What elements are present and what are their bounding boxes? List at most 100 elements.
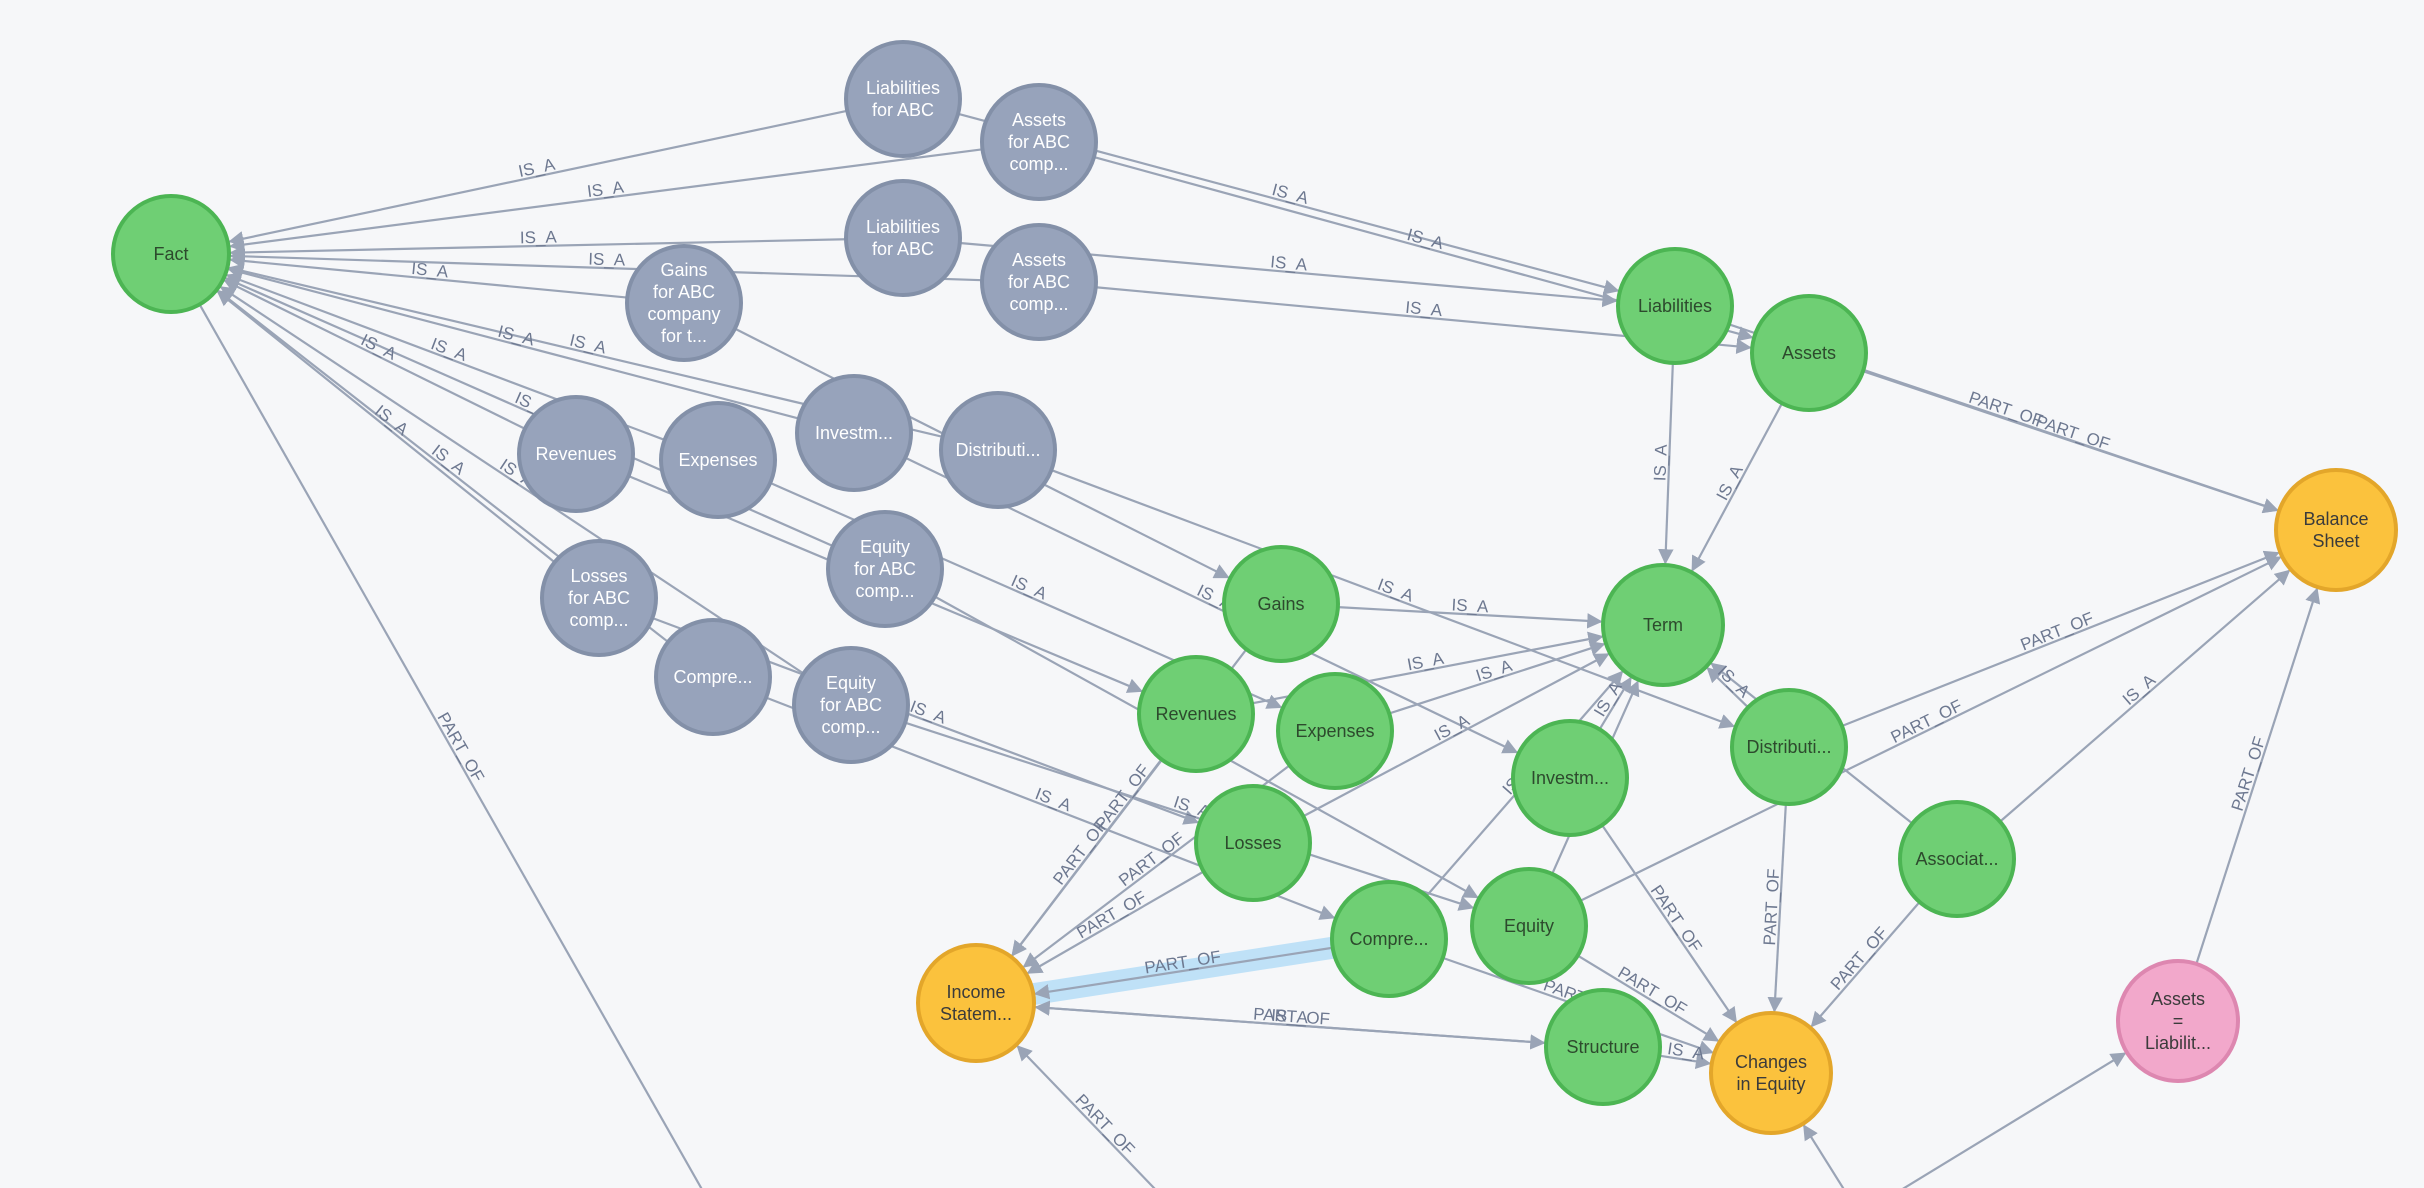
node-label: comp... xyxy=(855,581,914,601)
node-circle[interactable] xyxy=(1194,784,1312,902)
node-label: comp... xyxy=(1009,154,1068,174)
node-circle[interactable] xyxy=(659,401,777,519)
node-circle[interactable] xyxy=(1898,800,2016,918)
node-assets[interactable]: Assets xyxy=(1750,294,1868,412)
edge-structure-to-income_statement[interactable] xyxy=(1034,1000,1547,1045)
node-investm[interactable]: Investm... xyxy=(1511,719,1629,837)
node-circle[interactable] xyxy=(939,391,1057,509)
node-circle[interactable] xyxy=(1330,880,1448,998)
node-term[interactable]: Term xyxy=(1601,563,1725,687)
edge-assets_abc_2-to-fact[interactable] xyxy=(229,248,983,282)
edge-offscreen_c-to-changes_equity[interactable] xyxy=(1802,1124,1860,1188)
edge-losses-to-term[interactable] xyxy=(1302,653,1610,818)
edge-structure-to-changes_equity[interactable] xyxy=(1659,1053,1712,1070)
node-circle[interactable] xyxy=(844,179,962,297)
node-circle[interactable] xyxy=(1730,688,1848,806)
node-circle[interactable] xyxy=(916,943,1036,1063)
node-structure[interactable]: Structure xyxy=(1544,988,1662,1106)
node-expenses_i[interactable]: Expenses xyxy=(659,401,777,519)
node-circle[interactable] xyxy=(2274,468,2398,592)
node-label: Gains xyxy=(660,260,707,280)
node-distributi[interactable]: Distributi... xyxy=(1730,688,1848,806)
edge-distributi-to-changes_equity[interactable] xyxy=(1767,803,1787,1013)
edge-investm_i-to-fact[interactable] xyxy=(227,265,800,420)
node-compre[interactable]: Compre... xyxy=(1330,880,1448,998)
edge-associat-to-changes_equity[interactable] xyxy=(1810,901,1921,1028)
node-associat[interactable]: Associat... xyxy=(1898,800,2016,918)
node-circle[interactable] xyxy=(1511,719,1629,837)
node-circle[interactable] xyxy=(517,395,635,513)
edge-compre-to-income_statement[interactable] xyxy=(1033,946,1333,1000)
node-circle[interactable] xyxy=(792,646,910,764)
node-circle[interactable] xyxy=(1470,867,1588,985)
node-circle[interactable] xyxy=(1276,672,1394,790)
node-circle[interactable] xyxy=(826,510,944,628)
node-expenses[interactable]: Expenses xyxy=(1276,672,1394,790)
node-circle[interactable] xyxy=(1222,545,1340,663)
node-circle[interactable] xyxy=(625,244,743,362)
edge-label: PART_OF xyxy=(1071,1090,1138,1159)
node-gains[interactable]: Gains xyxy=(1222,545,1340,663)
edge-fact-to-offscreen_a[interactable] xyxy=(198,303,707,1188)
edge-liabilities-to-term[interactable] xyxy=(1658,362,1674,565)
node-circle[interactable] xyxy=(1709,1011,1833,1135)
node-circle[interactable] xyxy=(1544,988,1662,1106)
node-fact[interactable]: Fact xyxy=(111,194,231,314)
node-equity[interactable]: Equity xyxy=(1470,867,1588,985)
edge-label: IS_A xyxy=(1270,180,1311,208)
node-circle[interactable] xyxy=(1616,247,1734,365)
node-circle[interactable] xyxy=(1137,655,1255,773)
edge-gains_abc-to-fact[interactable] xyxy=(229,253,628,299)
edge-equity-to-balance_sheet[interactable] xyxy=(1579,556,2282,902)
edge-revenues_i-to-fact[interactable] xyxy=(223,279,526,430)
edge-equity_abc_2-to-fact[interactable] xyxy=(219,286,805,675)
node-income_statement[interactable]: IncomeStatem... xyxy=(916,943,1036,1063)
node-investm_i[interactable]: Investm... xyxy=(795,374,913,492)
node-circle[interactable] xyxy=(980,223,1098,341)
node-losses[interactable]: Losses xyxy=(1194,784,1312,902)
node-label: for ABC xyxy=(872,239,934,259)
edge-assets_abc_1-to-fact[interactable] xyxy=(228,148,983,253)
edge-offscreen_b-to-income_statement[interactable] xyxy=(1016,1045,1180,1188)
edge-investm-to-changes_equity[interactable] xyxy=(1601,824,1737,1024)
node-liabilities[interactable]: Liabilities xyxy=(1616,247,1734,365)
node-circle[interactable] xyxy=(654,618,772,736)
node-circle[interactable] xyxy=(1750,294,1868,412)
node-compre_i[interactable]: Compre... xyxy=(654,618,772,736)
node-circle[interactable] xyxy=(111,194,231,314)
node-circle[interactable] xyxy=(540,539,658,657)
edge-equity-to-changes_equity[interactable] xyxy=(1577,954,1720,1042)
node-label: Balance xyxy=(2303,509,2368,529)
node-circle[interactable] xyxy=(795,374,913,492)
edge-liab_abc_1-to-fact[interactable] xyxy=(228,109,848,247)
node-assets_eq[interactable]: Assets=Liabilit... xyxy=(2116,959,2240,1083)
node-circle[interactable] xyxy=(1601,563,1725,687)
edge-distributi-to-balance_sheet[interactable] xyxy=(1841,550,2280,728)
node-revenues_i[interactable]: Revenues xyxy=(517,395,635,513)
edge-offscreen_c-to-assets_eq[interactable] xyxy=(1860,1052,2127,1188)
node-circle[interactable] xyxy=(2116,959,2240,1083)
edge-assets_eq-to-balance_sheet[interactable] xyxy=(2195,587,2321,965)
edge-associat-to-balance_sheet[interactable] xyxy=(1999,569,2291,823)
edge-gains-to-term[interactable] xyxy=(1337,606,1603,629)
edge-assets-to-term[interactable] xyxy=(1691,402,1784,572)
node-circle[interactable] xyxy=(980,83,1098,201)
node-revenues[interactable]: Revenues xyxy=(1137,655,1255,773)
node-circle[interactable] xyxy=(844,40,962,158)
edge-expenses-to-term[interactable] xyxy=(1388,641,1606,715)
edge-losses-to-income_statement[interactable] xyxy=(1026,870,1205,974)
node-distributi_i[interactable]: Distributi... xyxy=(939,391,1057,509)
edge-losses_abc-to-fact[interactable] xyxy=(216,290,556,564)
edge-liab_abc_2-to-fact[interactable] xyxy=(229,238,847,261)
